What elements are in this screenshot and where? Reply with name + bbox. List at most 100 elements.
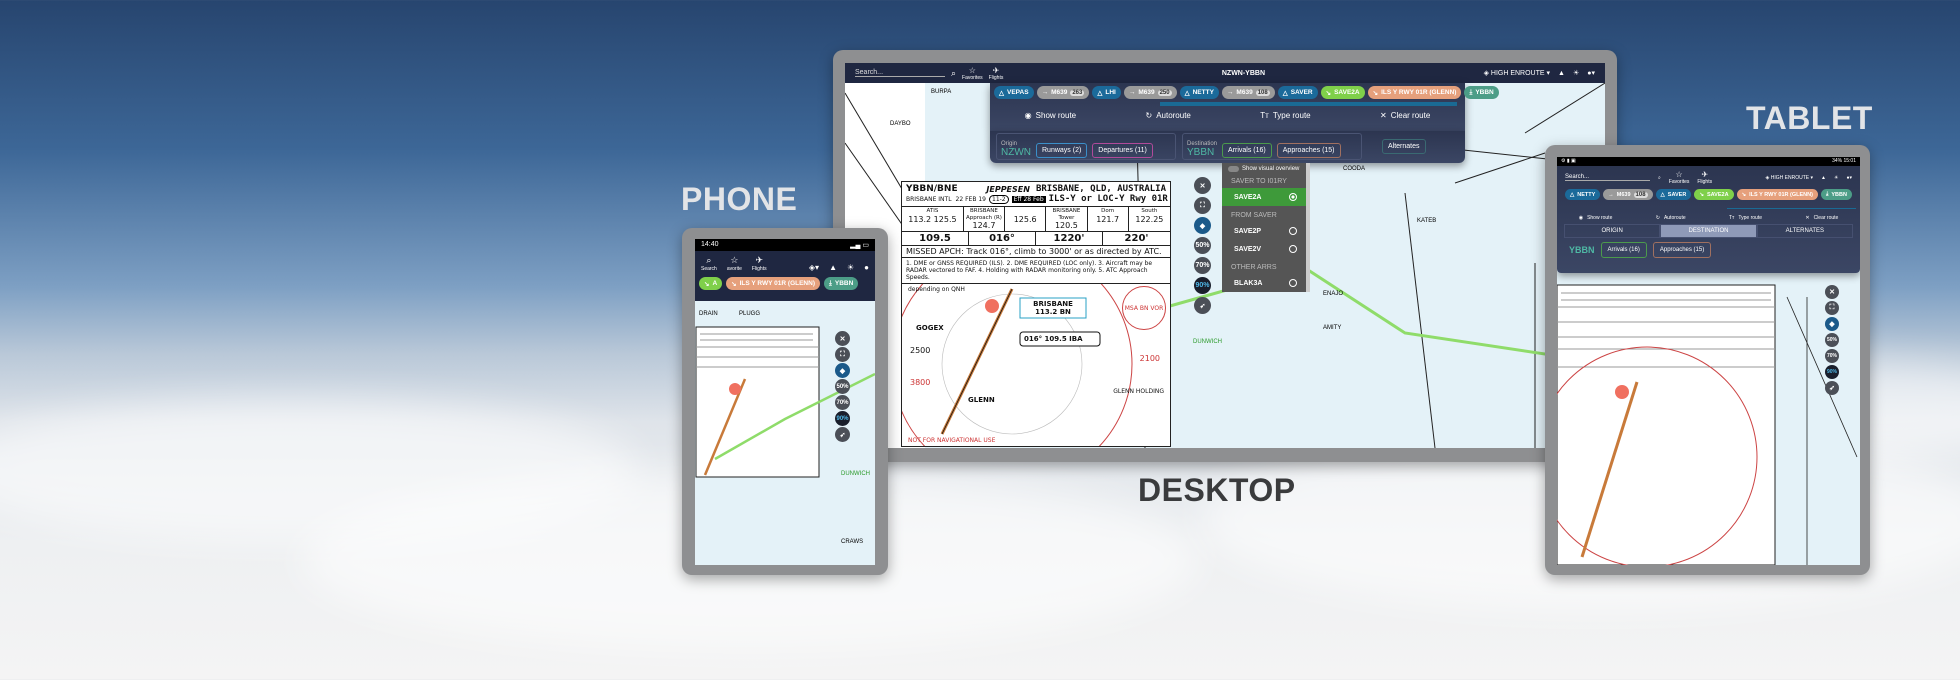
tablet-autoroute-button[interactable]: ↻Autoroute xyxy=(1655,215,1686,221)
tablet-layer-selector[interactable]: ◈ HIGH ENROUTE ▾ xyxy=(1765,174,1814,181)
clear-route-button[interactable]: ✕Clear route xyxy=(1379,111,1431,120)
arrivals-button[interactable]: Arrivals (16) xyxy=(1222,143,1272,158)
waypoint-enajo[interactable]: ENAJO xyxy=(1323,291,1344,297)
waypoint-burpa[interactable]: BURPA xyxy=(931,89,952,95)
tab-destination[interactable]: DESTINATION xyxy=(1660,224,1757,238)
route-pill-waypoint[interactable]: △LHI xyxy=(1092,86,1121,99)
brightness-icon[interactable]: ☀ xyxy=(1833,174,1839,181)
tablet-search-input[interactable]: Search... xyxy=(1565,174,1650,181)
brightness-icon[interactable]: ☀ xyxy=(1572,70,1580,77)
waypoint-craws[interactable]: CRAWS xyxy=(841,539,864,545)
departures-button[interactable]: Departures (11) xyxy=(1092,143,1153,158)
waypoint-amity[interactable]: AMITY xyxy=(1323,325,1342,331)
waypoint-plugg[interactable]: PLUGG xyxy=(739,311,761,317)
route-pill-waypoint[interactable]: △SAVER xyxy=(1655,189,1692,200)
search-input[interactable]: Search... xyxy=(855,69,945,77)
tab-alternates[interactable]: ALTERNATES xyxy=(1756,224,1853,238)
opacity-50-button[interactable]: 50% xyxy=(1194,237,1211,254)
route-pill-approach[interactable]: ↘ILS Y RWY 01R (GLENN) xyxy=(726,277,820,290)
tablet-arrivals-button[interactable]: Arrivals (16) xyxy=(1600,242,1647,258)
route-pill-star[interactable]: ↘A xyxy=(699,277,723,290)
phone-close-button[interactable]: ✕ xyxy=(835,331,850,346)
search-icon[interactable]: ⌕ xyxy=(1658,174,1661,181)
radio-icon[interactable] xyxy=(1289,245,1297,253)
tablet-pin-button[interactable]: ➶ xyxy=(1825,381,1839,395)
layers-button[interactable]: ◆ xyxy=(1194,217,1211,234)
dropdown-scrollbar[interactable] xyxy=(1306,163,1310,292)
tablet-layers-button[interactable]: ◆ xyxy=(1825,317,1839,331)
route-pill-star[interactable]: ↘SAVE2A xyxy=(1320,86,1365,99)
tablet-opacity-70-button[interactable]: 70% xyxy=(1825,349,1839,363)
route-pill-waypoint[interactable]: △SAVER xyxy=(1277,86,1318,99)
phone-flights-button[interactable]: ✈Flights xyxy=(751,255,767,272)
show-route-button[interactable]: ◉Show route xyxy=(1024,111,1077,120)
arrival-option[interactable]: BLAK3A xyxy=(1222,274,1306,292)
route-pill-destination[interactable]: ⤓YBBN xyxy=(823,277,859,290)
phone-opacity-70-button[interactable]: 70% xyxy=(835,395,850,410)
route-pill-approach[interactable]: ↘ILS Y RWY 01R (GLENN) xyxy=(1367,86,1462,99)
layers-icon[interactable]: ◈▾ xyxy=(808,263,820,272)
north-arrow-icon[interactable]: ▲ xyxy=(1558,69,1565,77)
approach-chart[interactable]: YBBN/BNE JEPPESEN BRISBANE, QLD, AUSTRAL… xyxy=(901,181,1171,447)
alternates-button[interactable]: Alternates xyxy=(1382,139,1426,154)
route-pill-waypoint[interactable]: △NETTY xyxy=(1565,189,1601,200)
visual-overview-toggle[interactable]: Show visual overview xyxy=(1222,163,1310,172)
tab-origin[interactable]: ORIGIN xyxy=(1564,224,1661,238)
phone-opacity-90-button[interactable]: 90% xyxy=(835,411,850,426)
phone-opacity-50-button[interactable]: 50% xyxy=(835,379,850,394)
arrival-option[interactable]: SAVE2V xyxy=(1222,240,1306,258)
account-icon[interactable]: ● xyxy=(864,263,869,272)
close-chart-button[interactable]: ✕ xyxy=(1194,177,1211,194)
tablet-show-route-button[interactable]: ◉Show route xyxy=(1578,215,1613,221)
runways-button[interactable]: Runways (2) xyxy=(1036,143,1088,158)
tablet-favorites-button[interactable]: ☆Favorites xyxy=(1668,170,1690,185)
tablet-close-button[interactable]: ✕ xyxy=(1825,285,1839,299)
favorites-button[interactable]: ☆Favorites xyxy=(962,65,983,81)
waypoint-dunwich[interactable]: DUNWICH xyxy=(841,471,870,477)
flights-button[interactable]: ✈Flights xyxy=(988,65,1004,81)
autoroute-button[interactable]: ↻Autoroute xyxy=(1145,111,1191,120)
brightness-icon[interactable]: ☀ xyxy=(846,263,855,272)
north-arrow-icon[interactable]: ▲ xyxy=(829,263,837,272)
route-pill-waypoint[interactable]: △NETTY xyxy=(1179,86,1219,99)
account-icon[interactable]: ●▾ xyxy=(1587,70,1595,77)
tablet-clear-route-button[interactable]: ✕Clear route xyxy=(1805,215,1839,221)
tablet-fullscreen-button[interactable]: ⛶ xyxy=(1825,301,1839,315)
north-arrow-icon[interactable]: ▲ xyxy=(1821,174,1826,181)
tablet-opacity-50-button[interactable]: 50% xyxy=(1825,333,1839,347)
waypoint-cooda[interactable]: COODA xyxy=(1343,166,1366,172)
route-pill-star[interactable]: ↘SAVE2A xyxy=(1694,189,1734,200)
layer-selector[interactable]: ◈ HIGH ENROUTE ▾ xyxy=(1483,70,1551,77)
phone-layers-button[interactable]: ◆ xyxy=(835,363,850,378)
search-icon[interactable]: ⌕ xyxy=(951,67,957,78)
phone-pin-button[interactable]: ➶ xyxy=(835,427,850,442)
arrival-option[interactable]: SAVE2P xyxy=(1222,222,1306,240)
approaches-button[interactable]: Approaches (15) xyxy=(1276,143,1341,158)
waypoint-dunwich[interactable]: DUNWICH xyxy=(1193,339,1222,345)
phone-fullscreen-button[interactable]: ⛶ xyxy=(835,347,850,362)
route-pill-destination[interactable]: ⤓YBBN xyxy=(1464,86,1499,99)
route-pill-waypoint[interactable]: △VEPAS xyxy=(994,86,1034,99)
opacity-70-button[interactable]: 70% xyxy=(1194,257,1211,274)
account-icon[interactable]: ●▾ xyxy=(1846,174,1852,181)
radio-icon[interactable] xyxy=(1289,279,1297,287)
tablet-approaches-button[interactable]: Approaches (15) xyxy=(1652,242,1712,258)
arrival-option[interactable]: SAVE2A xyxy=(1222,188,1306,206)
radio-icon[interactable] xyxy=(1289,193,1297,201)
tablet-opacity-90-button[interactable]: 90% xyxy=(1825,365,1839,379)
opacity-90-button[interactable]: 90% xyxy=(1194,277,1211,294)
pin-button[interactable]: ➶ xyxy=(1194,297,1211,314)
waypoint-daybo[interactable]: DAYBO xyxy=(890,121,911,127)
route-pill-approach[interactable]: ↘ILS Y RWY 01R (GLENN) xyxy=(1736,189,1818,200)
tablet-flights-button[interactable]: ✈Flights xyxy=(1697,170,1713,185)
fullscreen-button[interactable]: ⛶ xyxy=(1194,197,1211,214)
waypoint-drain[interactable]: DRAIN xyxy=(699,311,718,317)
waypoint-kateb[interactable]: KATEB xyxy=(1417,218,1437,224)
radio-icon[interactable] xyxy=(1289,227,1297,235)
